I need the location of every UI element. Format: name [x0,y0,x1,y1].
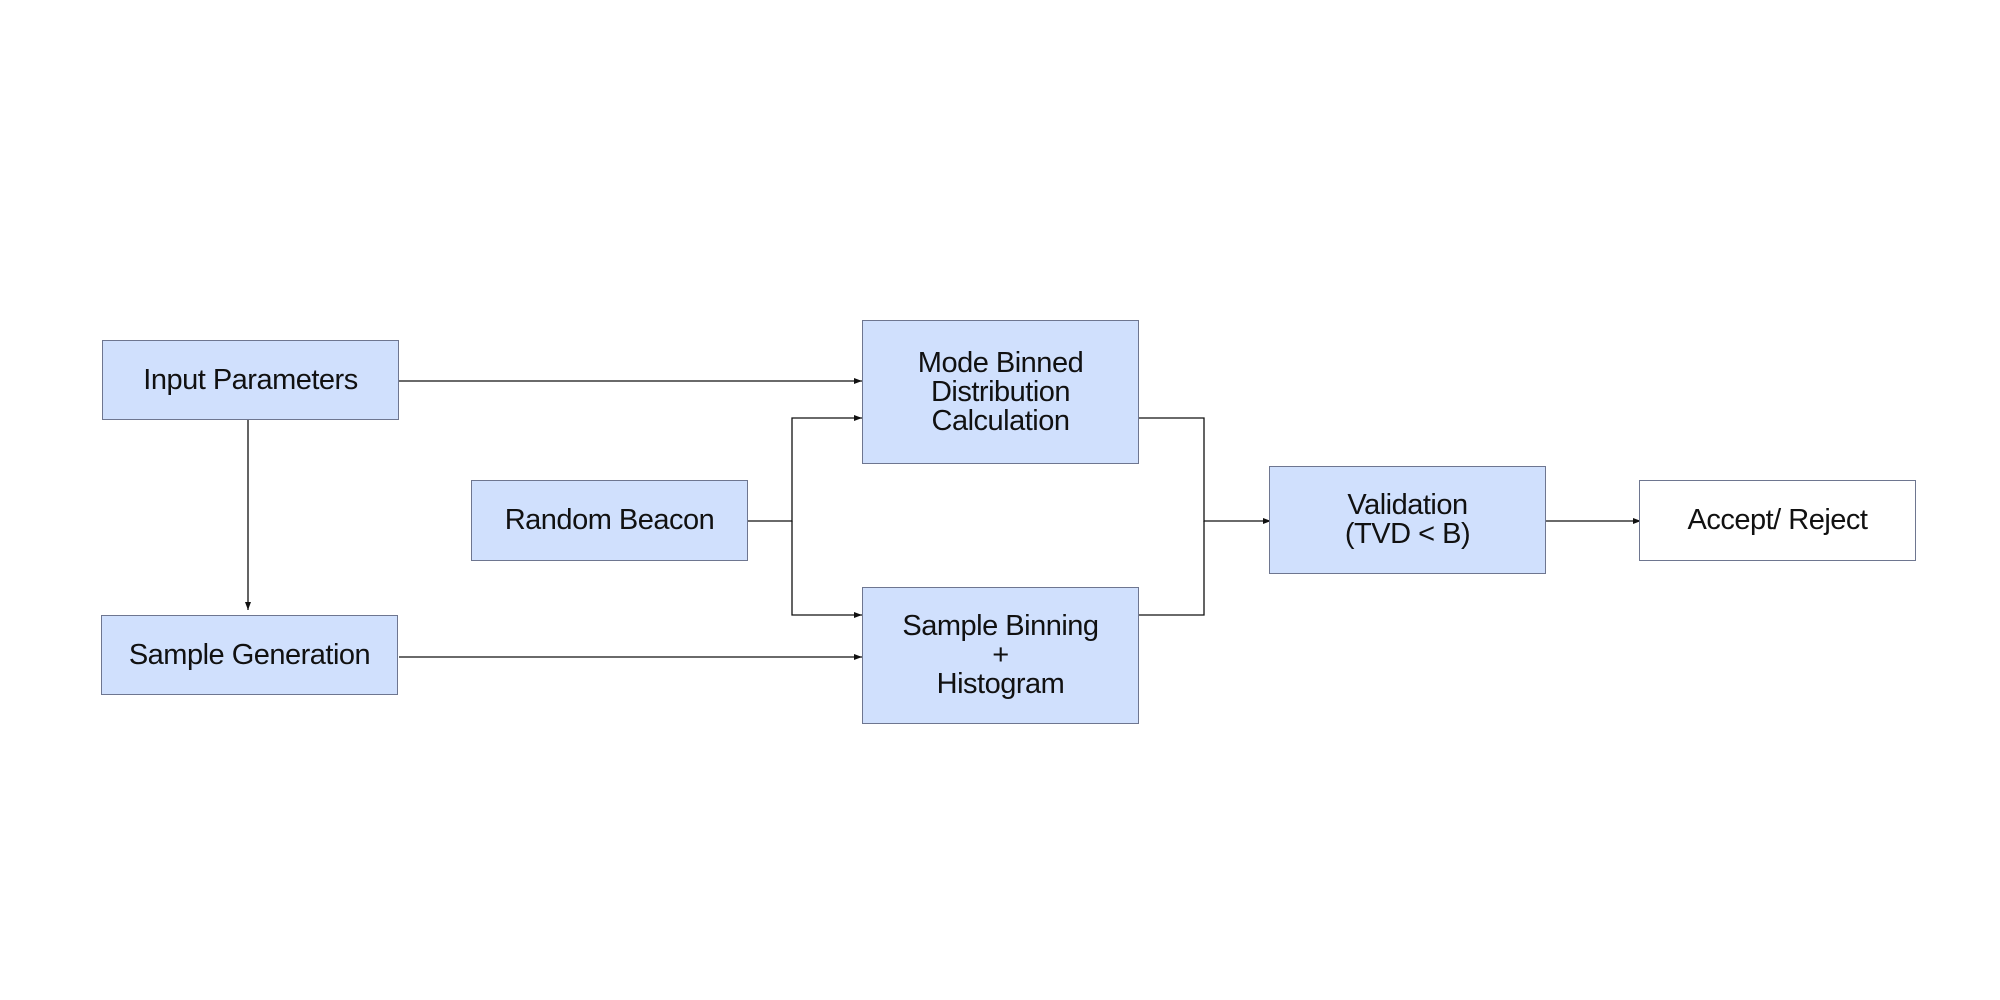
edge-mode-binned-to-validation [1139,417,1271,524]
edge-beacon-to-binning [791,521,862,618]
node-label-line-2: (TVD < B) [1344,518,1471,550]
node-label-line-1: Mode Binned [917,346,1084,379]
node-validation: Validation (TVD < B) [1269,466,1546,574]
node-label-line-2: Distribution [930,375,1071,408]
node-label-line-2: + [992,639,1009,671]
node-sample-binning-histogram: Sample Binning + Histogram [862,587,1139,724]
node-label-line-1: Validation [1347,489,1468,521]
node-input-parameters: Input Parameters [102,340,399,420]
node-random-beacon: Random Beacon [471,480,748,561]
node-label-line-3: Histogram [936,668,1065,700]
node-label: Input Parameters [143,363,358,396]
edge-beacon-to-mode-binned [748,415,862,522]
edge-binning-to-validation [1139,521,1205,616]
node-label: Random Beacon [504,504,715,536]
node-label-line-1: Sample Binning [902,610,1099,642]
node-sample-generation: Sample Generation [101,615,398,695]
node-label: Accept/ Reject [1687,504,1868,536]
node-mode-binned-distribution: Mode Binned Distribution Calculation [862,320,1139,464]
node-label: Sample Generation [128,638,371,671]
node-label-line-3: Calculation [931,404,1070,437]
node-accept-reject: Accept/ Reject [1639,480,1916,561]
